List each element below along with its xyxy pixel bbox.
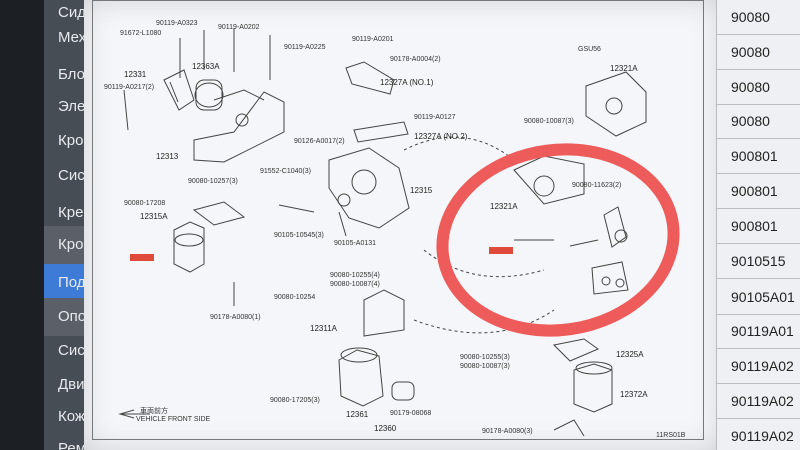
part-label[interactable]: 90080-10087(3) [460,363,510,370]
part-label[interactable]: 90119-A0127 [414,114,456,121]
table-cell[interactable]: 90080 [717,104,800,139]
sidebar-item-label: Кронштейн [58,236,92,253]
part-label[interactable]: 90119-A0217(2) [104,84,155,91]
part-label[interactable]: 12315A [140,212,168,221]
diagram-frame [92,0,704,440]
sidebar-item-label: Электро [58,98,92,115]
parts-diagram[interactable]: 91672-L1080 90119-A0323 90119-A0202 9011… [84,0,720,450]
table-cell[interactable]: 900801 [717,209,800,244]
part-label[interactable]: 90080-17208 [124,200,166,207]
part-label[interactable]: 90119-A0323 [156,20,198,27]
part-label[interactable]: 90179-08068 [390,410,432,417]
sidebar-item[interactable]: Ремни [0,430,92,450]
front-side-note: VEHICLE FRONT SIDE [136,416,211,423]
part-label[interactable]: 90105-10545(3) [274,232,324,239]
sidebar-item[interactable]: Мехатро [0,19,92,57]
part-label[interactable]: 12321A [610,64,638,73]
sidebar-item[interactable]: Электро [0,88,92,126]
table-cell[interactable]: 900801 [717,174,800,209]
table-cell[interactable]: 90105A01 [717,280,800,315]
part-label[interactable]: GSU56 [578,46,601,53]
table-cell[interactable]: 90080 [717,35,800,70]
part-label[interactable]: 90178-A0004(2) [390,56,441,63]
table-cell[interactable]: 90080 [717,0,800,35]
sidebar-item[interactable]: Сиденья [0,0,92,32]
part-label[interactable]: 90119-A0225 [284,44,326,51]
sidebar-item-label: Ремни [58,440,92,450]
part-label[interactable]: 12321A [490,202,518,211]
part-label[interactable]: 90178-A0080(3) [482,428,533,435]
table-cell[interactable]: 90119A02 [717,384,800,419]
table-cell[interactable]: 90119A02 [717,349,800,384]
diagram-id: 11RS01B [656,432,686,439]
part-label[interactable]: 12327A (NO.2) [414,132,468,141]
table-cell[interactable]: 90119A02 [717,419,800,450]
part-label[interactable]: 12315 [410,186,433,195]
sidebar-item[interactable]: Крепления [0,194,92,232]
table-cell[interactable]: 90119A01 [717,314,800,349]
monitor-bezel [0,0,44,450]
sidebar-item-label: Блоки [58,66,92,83]
sidebar-item-label: Подушки [58,274,92,291]
sidebar-item-label: Сиденья [58,4,92,21]
part-label[interactable]: 90126-A0017(2) [294,138,345,145]
sidebar-item[interactable]: Кронштейны [0,122,92,160]
sidebar-item-label: Двигатель [58,376,92,393]
sidebar-item[interactable]: Блоки [0,56,92,94]
part-label[interactable]: 90080-10255(3) [460,354,510,361]
sidebar-item[interactable]: Система [0,157,92,195]
part-label[interactable]: 12363A [192,62,220,71]
part-number-column: 90080 90080 90080 90080 900801 900801 90… [716,0,800,450]
part-label[interactable]: 12325A [616,350,644,359]
part-label[interactable]: 91552-C1040(3) [260,168,311,175]
sidebar-item[interactable]: Двигатель [0,366,92,404]
part-label[interactable]: 90080-10087(4) [330,281,380,288]
table-cell[interactable]: 90080 [717,70,800,105]
diagram-drawing [118,28,680,437]
part-label[interactable]: 90080-10257(3) [188,178,238,185]
part-label[interactable]: 90080-17205(3) [270,397,320,404]
sidebar-item-label: Система [58,167,92,184]
table-cell[interactable]: 900801 [717,139,800,174]
part-label[interactable]: 90105-A0131 [334,240,377,247]
part-label[interactable]: 91672-L1080 [120,30,162,37]
sidebar-item-label: Система [58,342,92,359]
sidebar-item-label: Опоры [58,308,92,325]
part-label[interactable]: 90119-A0202 [218,24,260,31]
part-label[interactable]: 12311A [310,324,337,333]
part-label[interactable]: 12360 [374,424,397,433]
part-label[interactable]: 12372A [620,390,648,399]
part-label[interactable]: 90119-A0201 [352,36,394,43]
part-label[interactable]: 90080-10254 [274,294,316,301]
sidebar-item-label: Кронштейны [58,132,92,149]
front-side-note-jp: 車両前方 [140,408,168,415]
sidebar-item[interactable]: Система [0,332,92,370]
table-cell[interactable]: 9010515 [717,244,800,279]
sidebar-item-label: Кожухи [58,408,92,425]
sidebar-item-label: Мехатро [58,29,92,46]
part-label[interactable]: 90178-A0080(1) [210,314,261,321]
part-label[interactable]: 90080-10087(3) [524,118,574,125]
part-label[interactable]: 12327A (NO.1) [380,78,434,87]
part-label[interactable]: 12313 [156,152,179,161]
part-label[interactable]: 90080-10255(4) [330,272,380,279]
red-annotation-circle [436,143,680,337]
sidebar-item-label: Крепления [58,204,92,221]
highlighted-part-tag[interactable] [489,247,513,254]
highlighted-part-tag[interactable] [130,254,154,261]
sidebar-item[interactable]: Кожухи [0,398,92,436]
part-label[interactable]: 90080-11623(2) [572,182,622,189]
part-label[interactable]: 12361 [346,410,369,419]
part-label[interactable]: 12331 [124,70,147,79]
